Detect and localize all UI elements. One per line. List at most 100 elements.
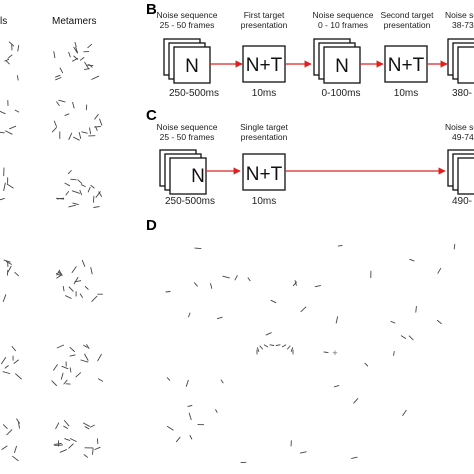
line-segment [81,259,86,267]
line-segment [68,286,74,292]
line-segment [73,55,78,60]
target-frame: N+T [242,153,286,191]
line-segment [56,274,62,279]
line-segment [86,64,94,67]
noise-frame-stack: N [159,149,207,195]
line-segment [65,191,70,196]
caption-b-1a: Noise sequence [157,10,218,20]
line-segment [81,131,88,134]
line-segment [79,293,83,298]
line-segment [69,354,76,357]
line-segment [55,422,60,430]
line-segment [3,259,11,263]
line-segment [60,372,64,380]
line-segment [72,101,75,109]
column-label-originals: ls [0,16,7,27]
line-segment [92,448,94,455]
line-segment [70,178,77,181]
line-segment [390,320,396,324]
line-segment [5,261,12,265]
line-segment [287,345,291,350]
line-segment [65,295,72,299]
line-segment [80,184,86,187]
panel-letter-d: D [146,217,157,234]
line-segment [89,424,95,428]
caption-b-5b: 38-73 [452,20,474,30]
line-segment [61,365,69,370]
line-segment [188,412,192,421]
line-segment [63,425,69,429]
line-segment [265,332,272,336]
caption-b-1b: 25 - 50 frames [160,20,215,30]
line-segment [453,243,456,250]
line-segment [11,345,16,352]
line-segment [83,344,88,348]
line-segment [92,195,95,203]
line-segment [415,305,417,313]
line-segment [55,273,61,276]
line-segment [5,130,13,135]
line-segment [63,379,68,385]
line-segment [2,294,7,302]
caption-c-3a: Noise se [445,122,474,132]
caption-c-2a: Single target [240,122,288,132]
line-segment [95,126,98,131]
caption-b-4a: Second target [381,10,435,20]
duration-label: 10ms [252,88,276,99]
line-segment [82,422,90,427]
line-segment [4,365,9,369]
line-segment [18,422,20,429]
line-segment [409,258,415,262]
caption-b-2b: presentation [241,20,288,30]
line-segment [247,277,251,282]
line-segment [51,127,57,133]
line-segment [53,51,56,59]
line-segment [58,99,66,103]
line-segment [73,46,78,53]
line-segment [281,344,287,348]
line-segment [16,75,19,81]
line-segment [53,442,62,445]
line-segment [75,46,79,54]
line-segment [175,436,181,443]
line-segment [189,435,193,440]
duration-label: 0-100ms [322,88,361,99]
line-segment [87,43,93,49]
line-segment [64,113,70,116]
line-segment [53,120,57,127]
line-segment [59,449,67,453]
line-segment [300,306,307,313]
line-segment [13,359,19,364]
line-segment [364,362,369,367]
line-segment [256,347,260,352]
line-segment [16,418,20,424]
line-segment [55,77,62,81]
line-segment [56,197,65,200]
target-frame: N+T [384,45,428,83]
line-segment [14,445,17,454]
line-segment [323,351,329,354]
box-label: N [191,166,205,187]
line-segment [270,299,277,304]
line-segment [83,454,89,458]
caption-c-1b: 25 - 50 frames [160,132,215,142]
line-segment [7,54,13,59]
line-segment [3,182,6,192]
line-segment [86,344,90,349]
line-segment [0,131,5,134]
line-segment [220,379,224,384]
line-segment [187,405,193,407]
line-segment [68,132,73,140]
line-segment [68,204,76,208]
noise-frame-stack: N [313,38,361,84]
line-segment [400,335,407,339]
line-segment [71,266,77,273]
line-segment [79,57,85,61]
duration-label: 490- [452,196,472,207]
line-segment [94,113,99,120]
line-segment [57,271,62,276]
line-segment [94,446,101,450]
line-segment [80,359,89,363]
line-segment [335,316,339,324]
caption-b-2a: First target [244,10,285,20]
